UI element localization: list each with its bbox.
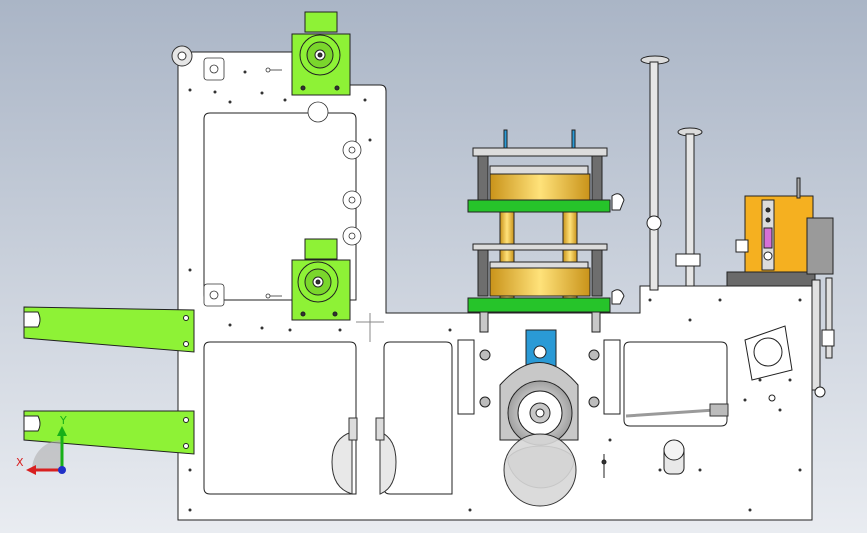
handwheel-post-tall[interactable]: [640, 55, 670, 291]
triad-x-label: X: [16, 456, 24, 469]
roll-support-arm-upper[interactable]: [23, 306, 195, 353]
triad-sphere: [32, 440, 62, 470]
guide-rod: [625, 403, 729, 418]
main-frame-plate[interactable]: [177, 51, 813, 521]
lower-idler-wheels: [331, 417, 397, 495]
frame-right-cutouts: [744, 325, 793, 402]
control-box[interactable]: [726, 177, 835, 398]
frame-window-lower-left: [203, 341, 357, 495]
frame-bolt-holes: [188, 70, 802, 512]
frame-window-lower-mid: [383, 341, 453, 495]
guide-rollers-column: [307, 101, 362, 246]
tension-bracket-upper: [203, 57, 282, 81]
frame-window-lower-right: [623, 341, 728, 427]
roll-support-arm-lower[interactable]: [23, 410, 195, 455]
handwheel-post-short[interactable]: [675, 127, 703, 287]
drive-mechanism[interactable]: [457, 329, 621, 507]
top-idler-roller[interactable]: [171, 45, 193, 67]
motor-reducer-upper[interactable]: [291, 11, 351, 96]
sprocket-right: [601, 439, 685, 478]
press-station[interactable]: [467, 129, 625, 333]
coordinate-triad: X Y: [16, 414, 67, 475]
triad-y-label: Y: [59, 414, 67, 427]
motor-reducer-lower[interactable]: [291, 238, 351, 321]
triad-z-axis: [58, 466, 66, 474]
tension-bracket-lower: [203, 283, 282, 307]
